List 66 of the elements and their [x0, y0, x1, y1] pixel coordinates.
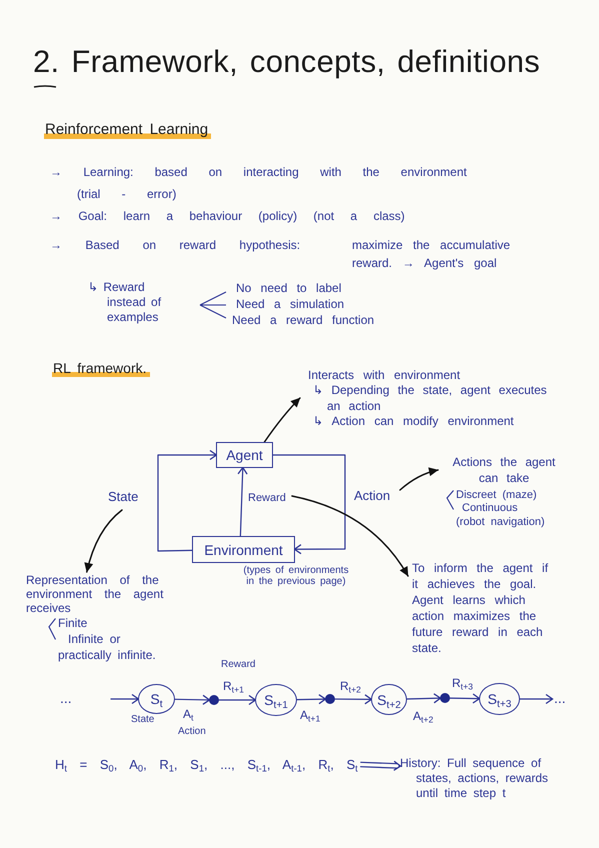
edge-label: A$_{t+2}$ — [412, 709, 434, 723]
annotation-text: Reward — [221, 659, 256, 671]
bullet-text: → Goal: learn a behaviour (policy) (not a class) — [50, 209, 405, 224]
edge-label: Action — [353, 489, 392, 503]
note-text: Representation of the environment the agent receives — [26, 573, 164, 615]
page-title: 2. Framework, concepts, definitions — [33, 44, 540, 80]
list-item: No need to label — [236, 281, 342, 296]
node-dot — [325, 694, 335, 704]
arrow — [237, 466, 248, 537]
annotation-arrow — [264, 397, 301, 443]
arrow — [406, 693, 442, 704]
node-label: Environment — [204, 542, 283, 558]
note-text: History: Full sequence of states, actions, rewards until time step t — [400, 756, 550, 801]
edge-label: State — [107, 490, 140, 504]
note-text: ... — [554, 689, 566, 707]
bullet-text: → Learning: based on interacting with the environment (trial - error) — [50, 164, 468, 203]
node-dot — [440, 693, 450, 703]
node-dot — [209, 695, 219, 705]
ellipsis-text: ... — [60, 689, 72, 707]
list-item: Need a simulation — [236, 297, 344, 312]
note-text: Interacts with environment — [308, 368, 462, 383]
caption-text: (types of environments in the previous page) — [242, 565, 350, 587]
annotation-arrow — [84, 509, 123, 573]
arrow — [157, 450, 218, 552]
bullet-text: → Based on reward hypothesis: — [50, 238, 300, 253]
note-text: ↳ Depending the state, agent executes an action — [313, 382, 548, 414]
state-circle — [255, 684, 297, 716]
arrow — [449, 693, 480, 704]
note-text: Continuous (robot navigation) — [456, 501, 546, 529]
state-circle — [371, 684, 407, 715]
edge-label: A$_{t}$ — [182, 707, 194, 721]
list-item: Need a reward function — [232, 313, 374, 328]
arrow — [360, 760, 402, 771]
edge-label: A$_{t+1}$ — [299, 708, 322, 722]
arrow — [296, 694, 326, 704]
annotation-arrow — [399, 468, 439, 491]
state-symbol: S$_{t}$ — [150, 691, 163, 707]
caption-text: State — [131, 714, 154, 726]
arrow — [519, 694, 554, 704]
note-text: To inform the agent if it achieves the goal. Agent learns which action maximizes the future reward in each state. — [412, 560, 550, 656]
state-symbol: S$_{t+1}$ — [264, 692, 288, 708]
note-text: ↳ Action can modify environment — [313, 414, 515, 429]
node-label: Agent — [226, 447, 263, 463]
arrow — [174, 694, 210, 705]
note-text: Finite — [58, 616, 88, 631]
state-circle — [479, 683, 520, 715]
state-circle — [138, 684, 175, 714]
edge-label: R$_{t+2}$ — [339, 679, 362, 693]
arrow — [334, 694, 372, 704]
process-box — [216, 442, 273, 468]
annotation-arrow — [291, 495, 409, 577]
state-symbol: S$_{t+3}$ — [488, 691, 512, 707]
edge-label: R$_{t+3}$ — [451, 676, 474, 690]
process-box — [192, 536, 295, 563]
edge-label: R$_{t+1}$ — [222, 679, 245, 693]
note-text: Actions the agent can take — [452, 454, 556, 486]
bullet-text: maximize the accumulative reward. → Agent's goal — [352, 237, 512, 272]
state-symbol: S$_{t+2}$ — [377, 692, 401, 708]
annotation-text: Action — [178, 726, 206, 738]
note-text: Discreet (maze) — [456, 488, 538, 502]
note-text: H$_{t}$ = S$_{0}$, A$_{0}$, R$_{1}$, S$_{1}$, ..., S$_{t-1}$, A$_{t-1}$, R$_{t}$, S$_{t}$ — [55, 757, 358, 772]
note-text: ↳ Reward instead of examples — [88, 280, 162, 325]
arrow — [110, 694, 140, 704]
note-text: Infinite or practically infinite. — [58, 631, 157, 663]
arrow — [272, 454, 346, 554]
arrow — [218, 694, 256, 706]
